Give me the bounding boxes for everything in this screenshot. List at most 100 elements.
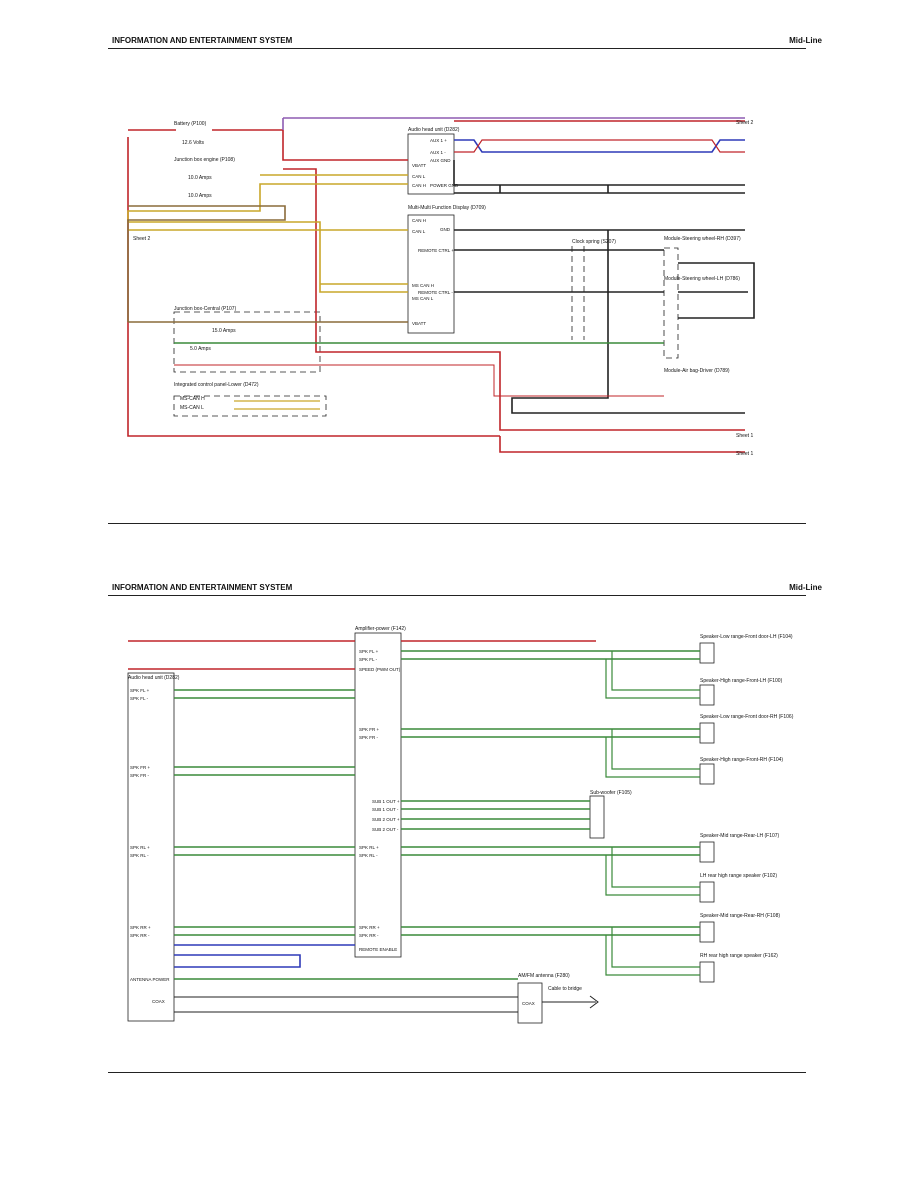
diagram-2 — [127, 632, 715, 1024]
spk-fr-low-box — [699, 722, 715, 744]
header-rule — [108, 595, 806, 596]
label-ahu: Audio head unit (D282) — [408, 127, 460, 133]
label-steer-rh: Module-Steering wheel-RH (D397) — [664, 236, 741, 242]
spk-fr-high-box — [699, 763, 715, 785]
junction-box-central — [173, 311, 321, 373]
mfd-box — [407, 214, 455, 334]
pin-coax: COAX — [152, 999, 165, 1004]
label-spk-fl-low: Speaker-Low range-Front door-LH (F104) — [700, 634, 793, 640]
spk-rl-mid-box — [699, 841, 715, 863]
header-rule — [108, 48, 806, 49]
spk-fl-low-box — [699, 642, 715, 664]
label-spk-rl-high: LH rear high range speaker (F102) — [700, 873, 777, 879]
pin-remote-2: REMOTE CTRL - — [418, 290, 453, 295]
label-spk-rr-high: RH rear high range speaker (F162) — [700, 953, 778, 959]
pin-canh: CAN H — [412, 183, 426, 188]
label-ms-can-h: MS-CAN H — [180, 396, 205, 402]
label-battery-volts: 12.6 Volts — [182, 140, 204, 146]
label-spk-fr-high: Speaker-High range-Front-RH (F104) — [700, 757, 783, 763]
sub-woofer-box — [589, 795, 605, 839]
pin-amp-spkfr-p: SPK FR + — [359, 727, 380, 732]
spk-rr-mid-box — [699, 921, 715, 943]
pin-amp-spkfr-m: SPK FR - — [359, 735, 379, 740]
footer-rule — [108, 523, 806, 524]
pin-spkrl-p: SPK RL + — [130, 845, 150, 850]
pin-sub2p: SUB 2 OUT + — [372, 817, 400, 822]
label-battery: Battery (P100) — [174, 121, 207, 127]
icp-box — [173, 395, 327, 417]
sheet-ref: Sheet 2 — [133, 236, 150, 242]
label-steer-lh: Module-Steering wheel-LH (D786) — [664, 276, 740, 282]
pin-canl-2: CAN L — [412, 229, 426, 234]
sheet-ref: Sheet 2 — [736, 120, 753, 126]
footer-rule — [108, 1072, 806, 1073]
pin-canl: CAN L — [412, 174, 426, 179]
label-fuse-a: 15.0 Amps — [212, 328, 236, 334]
label-sub: Sub-woofer (F105) — [590, 790, 632, 796]
amplifier-box — [354, 632, 402, 958]
label-icp: Integrated control panel-Lower (D472) — [174, 382, 259, 388]
label-jb-amps-a: 10.0 Amps — [188, 175, 212, 181]
pin-aux1p: AUX 1 + — [430, 138, 447, 143]
pin-spkrr-m: SPK RR - — [130, 933, 150, 938]
pin-spkrr-p: SPK RR + — [130, 925, 151, 930]
pin-mscanl: MS CAN L — [412, 296, 434, 301]
label-spk-fl-high: Speaker-High range-Front-LH (F100) — [700, 678, 783, 684]
pin-antenna-power: ANTENNA POWER — [130, 977, 170, 982]
pin-amp-spkrl-p: SPK RL + — [359, 845, 379, 850]
pin-aux1m: AUX 1 - — [430, 150, 446, 155]
pin-amp-spkrr-m: SPK RR - — [359, 933, 379, 938]
page-title: INFORMATION AND ENTERTAINMENT SYSTEM — [112, 583, 293, 592]
steering-module-box — [663, 247, 679, 359]
pin-canh-2: CAN H — [412, 218, 426, 223]
trim-label: Mid-Line — [789, 583, 822, 592]
pin-amp-spkrl-m: SPK RL - — [359, 853, 378, 858]
pin-vbatt: VBATT — [412, 163, 426, 168]
spk-rl-high-box — [699, 881, 715, 903]
label-ms-can-l: MS-CAN L — [180, 405, 204, 411]
pin-mscanh: MS CAN H — [412, 283, 434, 288]
pin-spkrl-m: SPK RL - — [130, 853, 149, 858]
pin-remote: REMOTE CTRL + — [418, 248, 454, 253]
pin-spkfl-p: SPK FL + — [130, 688, 150, 693]
spk-fl-high-box — [699, 684, 715, 706]
pin-spkfr-m: SPK FR - — [130, 773, 150, 778]
label-ahu-2: Audio head unit (D282) — [128, 675, 180, 681]
label-jb-central: Junction box-Central (P107) — [174, 306, 237, 312]
pin-remote-enable: REMOTE ENABLE — [359, 947, 397, 952]
pin-auxgnd: AUX GND — [430, 158, 451, 163]
label-spk-rl-mid: Speaker-Mid range-Rear-LH (F107) — [700, 833, 780, 839]
label-spk-fr-low: Speaker-Low range-Front door-RH (F106) — [700, 714, 794, 720]
diagram-1 — [127, 117, 755, 453]
label-fuse-b: 5.0 Amps — [190, 346, 211, 352]
label-jb-engine: Junction box engine (P108) — [174, 157, 235, 163]
label-spk-rr-mid: Speaker-Mid range-Rear-RH (F108) — [700, 913, 780, 919]
pin-amp-spkrr-p: SPK RR + — [359, 925, 380, 930]
page-title: INFORMATION AND ENTERTAINMENT SYSTEM — [112, 36, 293, 45]
label-clock-spring: Clock spring (S207) — [572, 239, 616, 245]
pin-amp-spkfl-m: SPK FL - — [359, 657, 378, 662]
pin-sub1p: SUB 1 OUT + — [372, 799, 400, 804]
pin-spkfl-m: SPK FL - — [130, 696, 149, 701]
sheet-ref: Sheet 1 — [736, 451, 753, 457]
sheet-ref: Sheet 1 — [736, 433, 753, 439]
label-airbag: Module-Air bag-Driver (D789) — [664, 368, 730, 374]
label-amp: Amplifier-power (F142) — [355, 626, 406, 632]
pin-powergnd: POWER GND — [430, 183, 459, 188]
pin-amp-speed: SPEED (PWM OUT) — [359, 667, 401, 672]
antenna-box — [517, 982, 543, 1024]
label-jb-amps-b: 10.0 Amps — [188, 193, 212, 199]
spk-rr-high-box — [699, 961, 715, 983]
pin-sub2m: SUB 2 OUT - — [372, 827, 399, 832]
label-antenna: AM/FM antenna (F280) — [518, 973, 570, 979]
label-cable-bridge: Cable to bridge — [548, 986, 582, 992]
pin-amp-spkfl-p: SPK FL + — [359, 649, 379, 654]
pin-spkfr-p: SPK FR + — [130, 765, 151, 770]
pin-coax-antenna: COAX — [522, 1001, 535, 1006]
pin-sub1m: SUB 1 OUT - — [372, 807, 399, 812]
trim-label: Mid-Line — [789, 36, 822, 45]
pin-vbatt-2: VBATT — [412, 321, 426, 326]
label-mfd: Multi-Multi Function Display (D709) — [408, 205, 486, 211]
pin-gnd: GND — [440, 227, 451, 232]
